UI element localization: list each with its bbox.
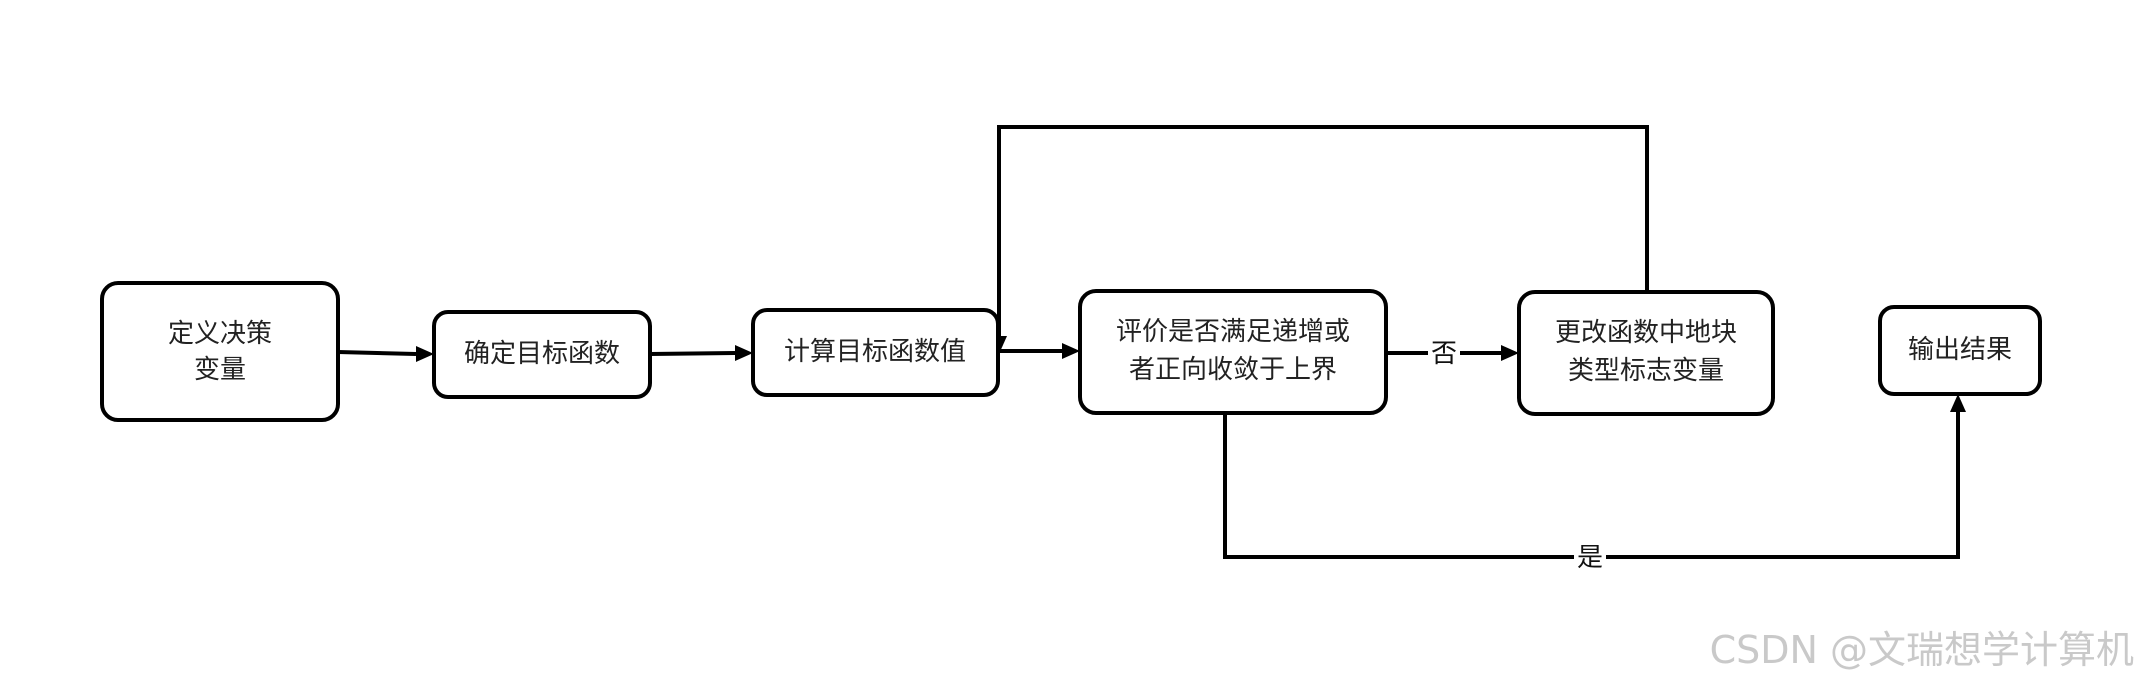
node-define-obj: 确定目标函数	[432, 310, 652, 399]
node-output-box	[1878, 305, 2042, 396]
node-change-flag-line-1: 更改函数中地块	[1555, 318, 1737, 348]
edge-evaluate-to-output	[1223, 410, 1960, 559]
watermark: CSDN @文瑞想学计算机	[1709, 628, 2134, 672]
node-evaluate: 评价是否满足递增或 者正向收敛于上界	[1078, 289, 1388, 415]
node-calc-obj-box	[751, 308, 1000, 397]
node-output-line-1: 输出结果	[1908, 335, 2012, 365]
node-evaluate-line-1: 评价是否满足递增或	[1116, 317, 1350, 347]
no-label-bg	[1428, 336, 1460, 370]
node-define-obj-box	[432, 310, 652, 399]
node-change-flag-box	[1517, 290, 1775, 416]
yes-edge-label: 是	[1577, 543, 1603, 573]
yes-label-bg	[1574, 540, 1606, 574]
node-define-vars-line-2: 变量	[194, 355, 246, 385]
node-calc-obj: 计算目标函数值	[751, 308, 1000, 397]
edge-define-vars-to-define-obj	[337, 350, 417, 356]
edge-define-obj-to-calc-obj	[649, 351, 736, 356]
no-edge-label: 否	[1431, 339, 1457, 369]
node-define-obj-line-1: 确定目标函数	[464, 339, 620, 369]
node-evaluate-line-2: 者正向收敛于上界	[1129, 355, 1337, 385]
arrowhead-output	[1950, 394, 1966, 412]
node-change-flag: 更改函数中地块 类型标志变量	[1517, 290, 1775, 416]
arrowhead-evaluate	[1062, 343, 1080, 359]
node-change-flag-line-2: 类型标志变量	[1568, 356, 1724, 386]
arrowhead-define-obj	[416, 346, 434, 362]
node-output: 输出结果	[1878, 305, 2042, 396]
edge-change-flag-loop-back	[997, 125, 1649, 336]
node-define-vars-line-1: 定义决策	[168, 319, 272, 349]
node-calc-obj-line-1: 计算目标函数值	[784, 337, 966, 367]
arrowhead-change-flag	[1501, 345, 1519, 361]
arrowhead-calc-obj	[735, 345, 753, 361]
edge-labels: 否 是	[1428, 336, 1606, 574]
node-evaluate-box	[1078, 289, 1388, 415]
node-define-vars: 定义决策 变量	[100, 281, 340, 422]
node-define-vars-box	[100, 281, 340, 422]
